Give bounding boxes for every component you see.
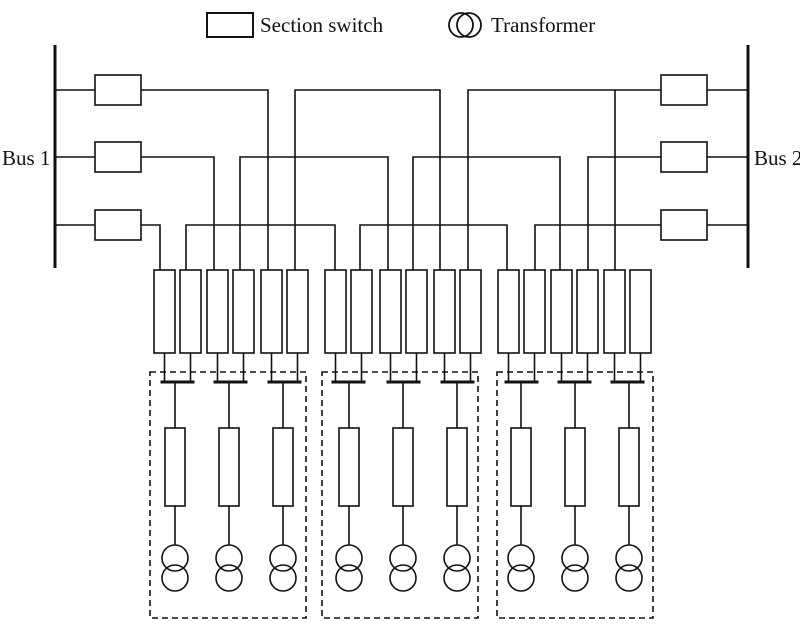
transformer-1-secondary-icon	[161, 564, 189, 592]
switchgear-cubicle-3	[206, 269, 229, 354]
switchgear-cubicle-12	[459, 269, 482, 354]
bus-1-label: Bus 1	[2, 146, 51, 170]
bus1-section-switch-2	[94, 141, 142, 173]
transformer-7-secondary-icon	[507, 564, 535, 592]
switchgear-cubicle-2	[179, 269, 202, 354]
switchgear-cubicle-6	[286, 269, 309, 354]
transformer-9-primary-icon	[615, 544, 643, 572]
unit-fuse-7	[510, 427, 532, 507]
bus-2-label: Bus 2	[754, 146, 800, 170]
wire-tie-f	[359, 224, 508, 270]
transformer-4-primary-icon	[335, 544, 363, 572]
legend-section-switch-label: Section switch	[260, 12, 384, 37]
wire-bus2-f2	[587, 156, 661, 270]
switchgear-cubicle-4	[232, 269, 255, 354]
switchgear-cubicle-7	[324, 269, 347, 354]
unit-fuse-3	[272, 427, 294, 507]
unit-group-box-1	[149, 371, 307, 619]
switchgear-cubicle-13	[497, 269, 520, 354]
wire-tie-c	[239, 156, 389, 270]
transformer-icon	[448, 12, 482, 38]
transformer-3-primary-icon	[269, 544, 297, 572]
transformer-8-secondary-icon	[561, 564, 589, 592]
wire-bus1-f2	[141, 156, 215, 270]
unit-group-box-3	[496, 371, 654, 619]
wire-bus1-f3	[141, 224, 161, 270]
unit-fuse-8	[564, 427, 586, 507]
bus2-section-switch-2	[660, 141, 708, 173]
switchgear-cubicle-16	[576, 269, 599, 354]
unit-fuse-1	[164, 427, 186, 507]
bus1-section-switch-1	[94, 74, 142, 106]
switchgear-cubicle-15	[550, 269, 573, 354]
switchgear-cubicle-17	[603, 269, 626, 354]
section-switch-icon	[206, 12, 254, 38]
transformer-2-primary-icon	[215, 544, 243, 572]
transformer-9-secondary-icon	[615, 564, 643, 592]
switchgear-cubicle-14	[523, 269, 546, 354]
wire-tie-e	[185, 224, 336, 270]
switchgear-cubicle-5	[260, 269, 283, 354]
switchgear-cubicle-9	[379, 269, 402, 354]
transformer-4-secondary-icon	[335, 564, 363, 592]
wire-bus2-f1	[614, 89, 661, 270]
wire-tie-d	[412, 156, 561, 270]
unit-fuse-4	[338, 427, 360, 507]
unit-fuse-9	[618, 427, 640, 507]
legend-section-switch: Section switch	[206, 8, 383, 42]
wire-tie-b	[467, 89, 615, 270]
switchgear-cubicle-1	[153, 269, 176, 354]
transformer-2-secondary-icon	[215, 564, 243, 592]
switchgear-cubicle-18	[629, 269, 652, 354]
transformer-6-primary-icon	[443, 544, 471, 572]
wire-bus1-f1	[141, 89, 269, 270]
unit-fuse-6	[446, 427, 468, 507]
legend-transformer-label: Transformer	[491, 12, 596, 37]
wire-tie-a	[294, 89, 441, 270]
switchgear-cubicle-11	[433, 269, 456, 354]
legend-transformer: Transformer	[447, 8, 595, 42]
bus2-section-switch-3	[660, 209, 708, 241]
transformer-8-primary-icon	[561, 544, 589, 572]
switchgear-cubicle-8	[350, 269, 373, 354]
wire-bus2-f3	[534, 224, 661, 270]
transformer-1-primary-icon	[161, 544, 189, 572]
unit-fuse-5	[392, 427, 414, 507]
unit-group-box-2	[321, 371, 479, 619]
transformer-7-primary-icon	[507, 544, 535, 572]
unit-fuse-2	[218, 427, 240, 507]
bus2-section-switch-1	[660, 74, 708, 106]
transformer-5-primary-icon	[389, 544, 417, 572]
bus1-section-switch-3	[94, 209, 142, 241]
transformer-6-secondary-icon	[443, 564, 471, 592]
transformer-3-secondary-icon	[269, 564, 297, 592]
switchgear-cubicle-10	[405, 269, 428, 354]
transformer-5-secondary-icon	[389, 564, 417, 592]
